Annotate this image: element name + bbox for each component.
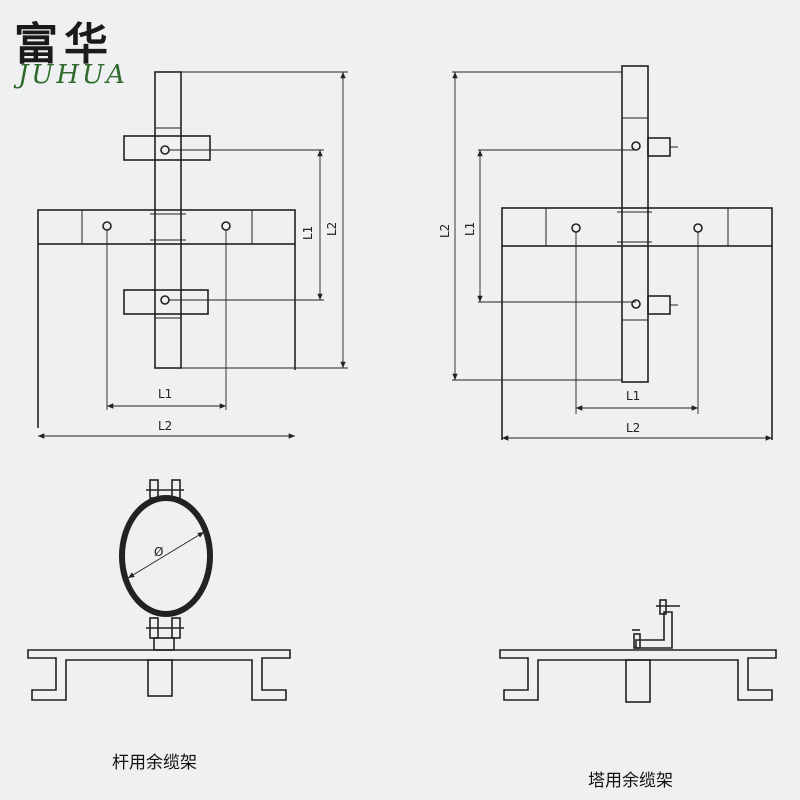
left-vertical-pole (154, 71, 182, 369)
right-dim-v-short: L1 (463, 222, 477, 236)
left-dim-h-long: L2 (158, 419, 172, 433)
right-side-view (499, 599, 777, 703)
right-top-view: L1 L2 L1 L2 (438, 65, 773, 441)
logo-chinese-text: 富华 (14, 19, 114, 70)
right-lower-bolt (647, 295, 671, 315)
brand-logo: 富华 JUHUA (8, 8, 148, 98)
logo-english-text: JUHUA (18, 60, 128, 90)
left-base-channel (27, 649, 291, 701)
right-vertical-pole (621, 65, 649, 383)
left-dim-v-long: L2 (325, 222, 339, 236)
left-base-stub (147, 659, 173, 697)
left-lower-clamp (123, 289, 209, 315)
right-dim-h-long: L2 (626, 421, 640, 435)
left-upper-clamp (123, 135, 211, 161)
left-dim-h-short: L1 (158, 387, 172, 401)
pole-clamp-ring (119, 495, 213, 617)
left-dim-v-short: L1 (301, 226, 315, 240)
right-base-channel (499, 649, 777, 701)
right-caption: 塔用余缆架 (588, 771, 673, 791)
left-top-view: L1 L2 L1 L2 (37, 71, 348, 439)
right-base-stub (625, 659, 651, 703)
angle-bracket (635, 611, 673, 649)
clamp-diameter-label: Ø (154, 545, 163, 559)
left-side-view: Ø (27, 479, 291, 701)
left-horizontal-bar (37, 209, 296, 245)
right-dim-v-long: L2 (438, 224, 452, 238)
right-horizontal-bar (501, 207, 773, 247)
right-upper-bolt (647, 137, 671, 157)
left-caption: 杆用余缆架 (112, 753, 197, 773)
right-dim-h-short: L1 (626, 389, 640, 403)
